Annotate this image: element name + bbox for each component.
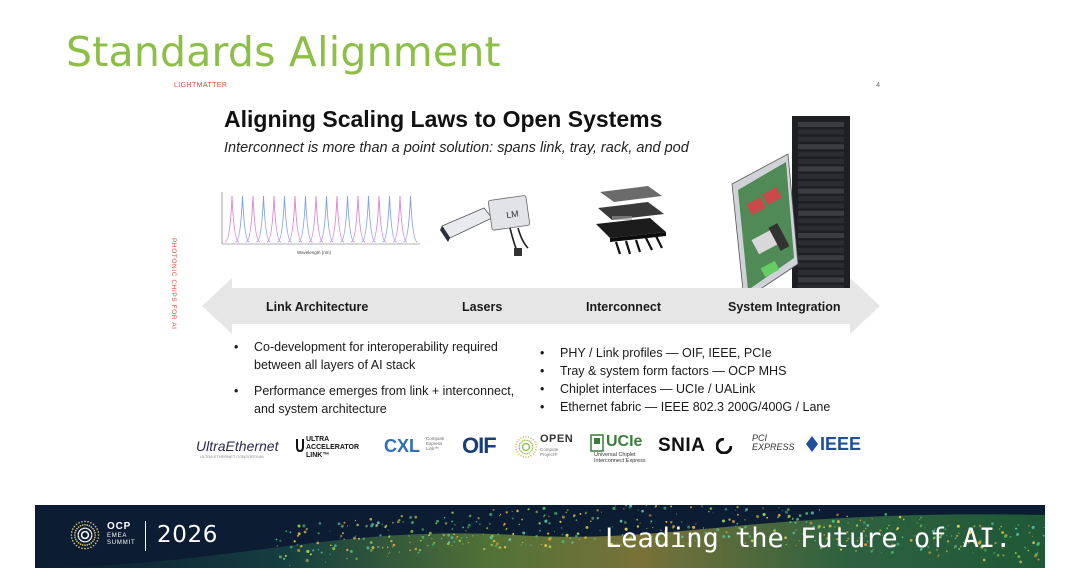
spectrum-axis-label: Wavelength (nm): [297, 250, 332, 255]
system-rack-image: [731, 116, 850, 316]
ultra-ethernet-text: UltraEthernet: [196, 438, 279, 454]
cxl-sub-line-1: Compute: [426, 436, 445, 441]
ultra-ethernet-subtext: ULTRA ETHERNET CONSORTIUM: [200, 454, 264, 459]
standards-logos: UltraEthernet ULTRA ETHERNET CONSORTIUM …: [196, 432, 876, 466]
ualink-logo: ULTRA ACCELERATOR LINK™: [306, 436, 359, 460]
label-link-architecture: Link Architecture: [266, 300, 369, 314]
ocp-sub-line-1: Compute: [540, 447, 559, 452]
bullets-left: Co-development for interoperability requ…: [230, 338, 520, 426]
slide-number: 4: [876, 82, 880, 89]
ieee-diamond-icon: [806, 436, 818, 452]
cxl-sub-line-2: Express: [426, 441, 443, 446]
ucie-logo: UCIe: [606, 433, 643, 450]
cxl-logo: CXL: [384, 436, 420, 456]
footer-banner: OCP EMEA SUMMIT 2026 Leading the Future …: [35, 505, 1045, 568]
slide: LIGHTMATTER 4 PHOTONIC CHIPS FOR AI Alig…: [168, 76, 890, 474]
ualink-line-3: LINK™: [306, 452, 330, 459]
label-system-integration: System Integration: [728, 300, 841, 314]
label-lasers: Lasers: [462, 300, 503, 314]
footer-divider: [145, 521, 146, 551]
footer-region-line-1: EMEA: [107, 533, 128, 539]
footer-particle-wave: [35, 505, 1045, 568]
bullet-item: Ethernet fabric — IEEE 802.3 200G/400G /…: [536, 398, 886, 416]
pci-express-logo: PCI EXPRESS: [752, 434, 795, 452]
ualink-mark-icon: [296, 439, 304, 452]
pci-line-1: PCI: [752, 433, 768, 443]
ucie-sub-line-2: Interconnect Express: [594, 458, 646, 464]
vertical-side-label: PHOTONIC CHIPS FOR AI: [170, 238, 177, 330]
bullet-item: Chiplet interfaces — UCIe / UALink: [536, 380, 886, 398]
footer-region-line-2: SUMMIT: [107, 540, 136, 546]
lightmatter-brand: LIGHTMATTER: [174, 82, 228, 89]
oif-logo: OIF: [462, 433, 497, 458]
cxl-sub-line-3: Link™: [426, 446, 439, 451]
chip-package-image: [596, 186, 666, 255]
ocp-subtext: Compute Project®: [540, 447, 558, 457]
footer-tagline: Leading the Future of AI.: [605, 523, 1012, 554]
bullet-item: Performance emerges from link + intercon…: [230, 382, 520, 418]
ieee-logo: IEEE: [820, 434, 862, 454]
ocp-sub-line-2: Project®: [540, 452, 558, 457]
ocp-sunburst-icon: [515, 436, 537, 458]
stack-arrow: [202, 278, 880, 334]
footer-ocp-text: OCP: [107, 521, 132, 532]
bullets-right: PHY / Link profiles — OIF, IEEE, PCIe Tr…: [536, 344, 886, 416]
pci-line-2: EXPRESS: [752, 442, 795, 452]
bullet-item: Co-development for interoperability requ…: [230, 338, 520, 374]
ocp-logo: OPEN: [540, 433, 574, 445]
page-title: Standards Alignment: [66, 28, 501, 76]
laser-module-image: LM: [440, 195, 531, 256]
ucie-mark-icon: [590, 434, 604, 452]
label-interconnect: Interconnect: [586, 300, 662, 314]
footer-year: 2026: [157, 522, 218, 548]
slide-subhead: Interconnect is more than a point soluti…: [224, 140, 689, 156]
bullet-item: Tray & system form factors — OCP MHS: [536, 362, 886, 380]
ucie-sub-line-1: Universal Chiplet: [594, 452, 636, 458]
snia-mark-icon: [716, 438, 732, 454]
footer-region-text: EMEA SUMMIT: [107, 533, 135, 547]
cxl-subtext: Compute Express Link™: [426, 436, 444, 451]
ocp-summit-sunburst-icon: [70, 520, 100, 550]
ualink-line-1: ULTRA: [306, 436, 330, 443]
ucie-subtext: Universal Chiplet Interconnect Express: [594, 452, 646, 464]
svg-text:LM: LM: [506, 209, 520, 221]
bullet-item: PHY / Link profiles — OIF, IEEE, PCIe: [536, 344, 886, 362]
ualink-line-2: ACCELERATOR: [306, 444, 360, 451]
snia-logo: SNIA: [658, 435, 706, 456]
ultra-ethernet-logo: UltraEthernet ULTRA ETHERNET CONSORTIUM: [196, 438, 279, 459]
spectrum-plot-image: Wavelength (nm): [221, 192, 420, 255]
slide-headline: Aligning Scaling Laws to Open Systems: [224, 106, 663, 132]
